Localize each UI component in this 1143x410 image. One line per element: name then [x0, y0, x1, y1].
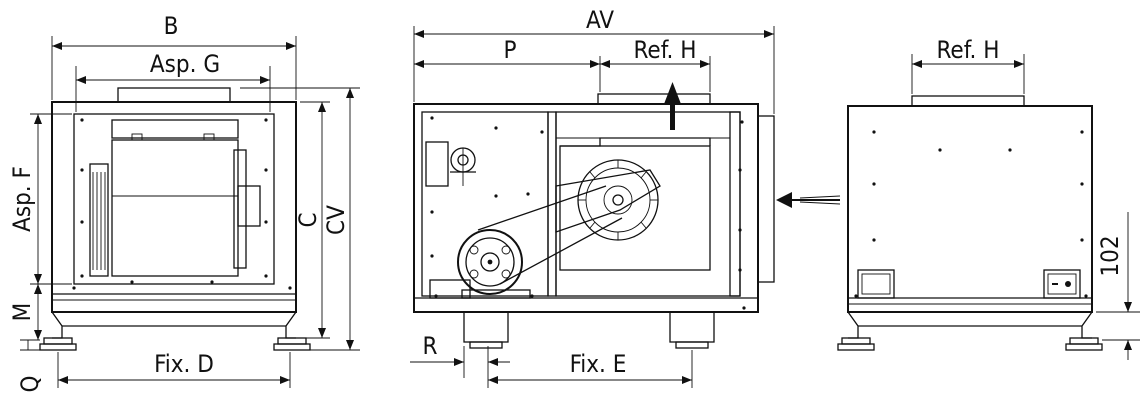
label-r: R [423, 332, 438, 360]
front-motor-box [237, 185, 261, 227]
front-view [39, 87, 311, 351]
label-c: C [294, 212, 322, 227]
front-access-panel [73, 113, 275, 285]
label-m: M [8, 303, 36, 322]
side-box-body [413, 103, 759, 313]
label-fix-d: Fix. D [154, 350, 214, 378]
rear-outlet-collar [911, 95, 1025, 107]
front-fan-housing [111, 139, 239, 277]
label-fix-e: Fix. E [570, 350, 627, 378]
front-outlet-collar [117, 87, 231, 103]
label-q: Q [16, 376, 44, 393]
front-foot-right [277, 337, 307, 345]
side-fan-housing [559, 145, 711, 271]
label-b: B [164, 12, 179, 40]
label-cv: CV [322, 205, 350, 235]
arrow-left-icon [776, 192, 841, 208]
rear-view [837, 95, 1103, 351]
label-102: 102 [1096, 235, 1124, 276]
label-ref-h-rear: Ref. H [936, 36, 999, 64]
label-p: P [503, 36, 516, 64]
control-box [425, 141, 449, 187]
side-outlet-collar [597, 93, 711, 105]
side-inlet-flange [757, 115, 775, 283]
label-asp-f: Asp. F [8, 166, 36, 232]
side-dimensions: AV P Ref. H R Fix. E [410, 6, 775, 388]
label-av: AV [586, 6, 614, 34]
rear-box-body [847, 105, 1093, 313]
rear-panel-left [857, 269, 895, 299]
front-dimensions: B Asp. G Asp. F M Q C CV Fix. D [8, 12, 360, 393]
side-mount-right [669, 311, 715, 343]
front-foot-left [43, 337, 73, 345]
side-view [413, 82, 841, 349]
side-mount-left [463, 311, 509, 343]
label-ref-h-side: Ref. H [633, 36, 696, 64]
front-grille [89, 163, 109, 277]
bearing-bracket [555, 169, 661, 233]
front-box-body [51, 101, 297, 313]
motor-pulley [457, 229, 523, 295]
label-asp-g: Asp. G [150, 50, 220, 78]
front-fan-top [111, 119, 239, 139]
arrow-up-icon [664, 82, 681, 130]
rear-dimensions: Ref. H 102 [911, 36, 1140, 360]
rear-panel-right [1043, 269, 1081, 299]
